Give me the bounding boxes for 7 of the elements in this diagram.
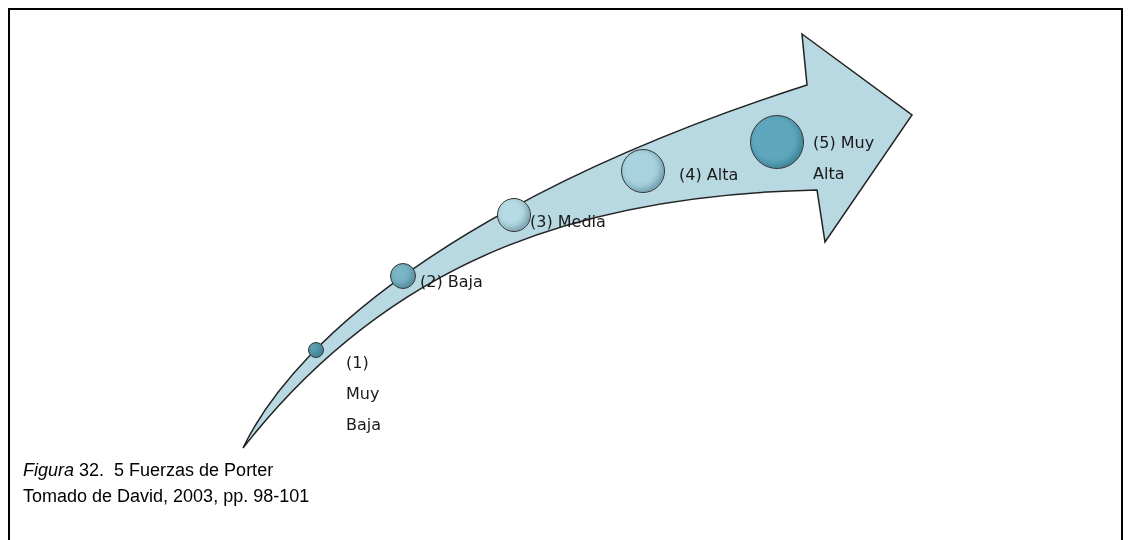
- level-label: (1) Muy Baja: [346, 352, 383, 436]
- source-note: Tomado de David, 2003, pp. 98-101: [23, 485, 310, 508]
- figure-caption: Figura 32. 5 Fuerzas de Porter: [23, 459, 275, 482]
- level-label: (5) Muy Alta: [813, 132, 876, 185]
- level-label: (4) Alta: [679, 164, 740, 186]
- bubble: [390, 263, 416, 289]
- bubble: [308, 342, 324, 358]
